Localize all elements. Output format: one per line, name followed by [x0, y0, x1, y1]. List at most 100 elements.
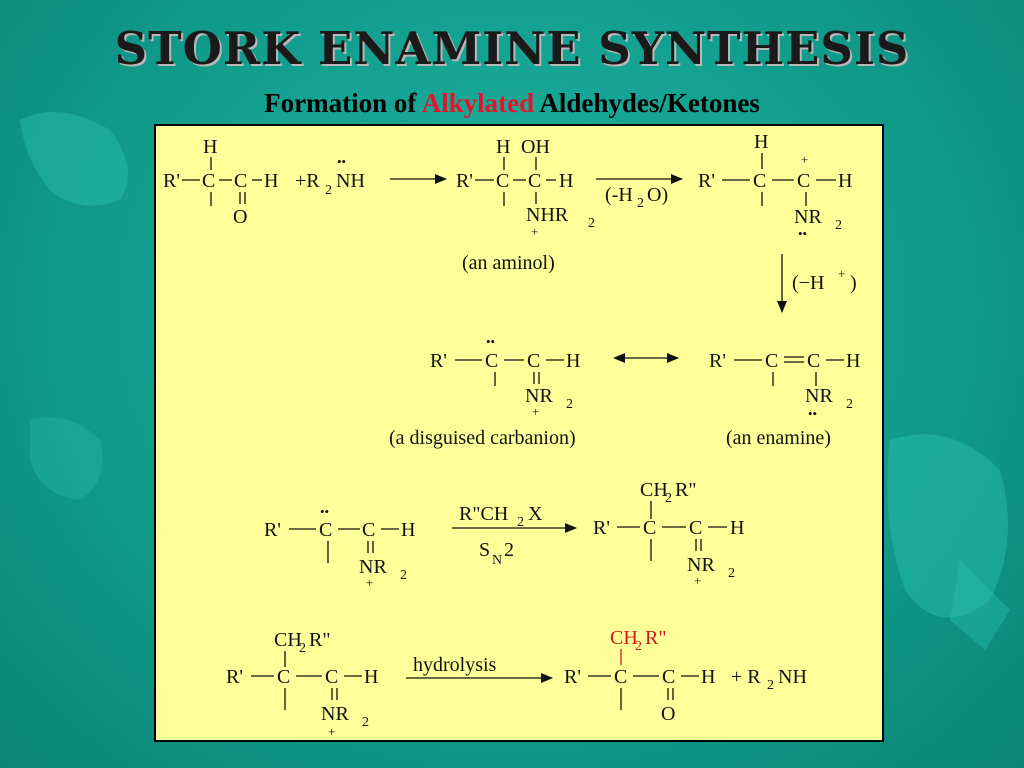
carbon-lone-pair: ••	[486, 334, 495, 349]
nucleophile-structure: •• R' C C H NR 2 +	[264, 504, 415, 590]
positive-charge: +	[532, 404, 539, 419]
atom-c: C	[325, 666, 338, 688]
sn2-n: N	[492, 553, 502, 568]
atom-h: H	[364, 666, 378, 688]
atom-r-prime: R'	[456, 170, 473, 192]
amine-nh-label: NH	[336, 170, 365, 192]
superscript-plus: +	[838, 266, 845, 281]
atom-c: C	[662, 666, 675, 688]
atom-h: H	[496, 136, 510, 158]
subscript-2: 2	[728, 566, 735, 581]
minus-water-end: O)	[647, 184, 668, 206]
subscript-2: 2	[325, 183, 332, 198]
atom-o: O	[661, 703, 675, 725]
subscript-2: 2	[846, 397, 853, 412]
r-double-prime: R"	[309, 629, 331, 651]
atom-nr: NR	[525, 385, 553, 407]
disguised-carbanion-structure: •• R' C C H NR 2 + (a disguised carbanio…	[389, 334, 580, 449]
positive-charge: +	[801, 152, 808, 167]
atom-nr: NR	[359, 556, 387, 578]
subscript-2: 2	[835, 218, 842, 233]
atom-r-prime: R'	[430, 350, 447, 372]
subscript-2: 2	[637, 196, 644, 211]
atom-c: C	[496, 170, 509, 192]
atom-h: H	[846, 350, 860, 372]
positive-charge: +	[366, 575, 373, 590]
atom-h: H	[203, 136, 217, 158]
r-double-prime: R"	[675, 479, 697, 501]
sn2-2: 2	[504, 539, 514, 561]
minus-h-label: (−H	[792, 272, 824, 294]
reaction-panel: H R' C C H O +R 2 NH •• H OH R' C C H NH…	[154, 124, 884, 742]
subtitle-start: Formation of	[264, 88, 422, 118]
atom-c: C	[797, 170, 810, 192]
subscript-2: 2	[517, 515, 524, 530]
ch-label: CH	[274, 629, 302, 651]
atom-h: H	[264, 170, 278, 192]
minus-h-end: )	[850, 272, 857, 294]
ch-label: CH	[640, 479, 668, 501]
atom-oh: OH	[521, 136, 550, 158]
atom-nhr: NHR	[526, 204, 569, 226]
alkyl-halide-end: X	[528, 503, 543, 525]
slide-subtitle: Formation of Alkylated Aldehydes/Ketones	[0, 88, 1024, 119]
atom-c: C	[807, 350, 820, 372]
plus-r-label: +R	[295, 170, 320, 192]
plus-r-label: + R	[731, 666, 761, 688]
nitrogen-lone-pair: ••	[808, 406, 817, 421]
atom-c: C	[527, 350, 540, 372]
alkylated-ketone-product: CH 2 R" R' C C H O	[564, 627, 715, 725]
subscript-2: 2	[635, 639, 642, 654]
atom-r-prime: R'	[698, 170, 715, 192]
aminol-label: (an aminol)	[462, 252, 555, 274]
positive-charge: +	[694, 573, 701, 588]
atom-nr: NR	[687, 554, 715, 576]
atom-r-prime: R'	[593, 517, 610, 539]
subscript-2: 2	[400, 568, 407, 583]
atom-nr: NR	[805, 385, 833, 407]
positive-charge: +	[531, 224, 538, 239]
subscript-2: 2	[566, 397, 573, 412]
nitrogen-lone-pair: ••	[337, 154, 346, 169]
aldehyde-structure: H R' C C H O	[163, 136, 278, 228]
subscript-2: 2	[299, 641, 306, 656]
atom-c: C	[765, 350, 778, 372]
subscript-2: 2	[588, 216, 595, 231]
atom-r-prime: R'	[163, 170, 180, 192]
atom-h: H	[730, 517, 744, 539]
atom-nr: NR	[321, 703, 349, 725]
subscript-2: 2	[767, 678, 774, 693]
atom-h: H	[566, 350, 580, 372]
atom-nr: NR	[794, 206, 822, 228]
atom-c: C	[689, 517, 702, 539]
amine-byproduct: + R 2 NH	[731, 666, 807, 693]
secondary-amine-reagent: +R 2 NH ••	[295, 154, 365, 198]
atom-c: C	[202, 170, 215, 192]
atom-h: H	[754, 131, 768, 153]
carbanion-label: (a disguised carbanion)	[389, 427, 576, 449]
amine-nh-label: NH	[778, 666, 807, 688]
dehydration-condition: (-H 2 O)	[605, 184, 668, 211]
atom-c: C	[614, 666, 627, 688]
subtitle-end: Aldehydes/Ketones	[534, 88, 760, 118]
atom-h: H	[838, 170, 852, 192]
atom-h: H	[701, 666, 715, 688]
atom-c: C	[485, 350, 498, 372]
aminol-structure: H OH R' C C H NHR 2 + (an aminol)	[456, 136, 595, 274]
atom-c: C	[277, 666, 290, 688]
atom-r-prime: R'	[709, 350, 726, 372]
minus-water-label: (-H	[605, 184, 633, 206]
subscript-2: 2	[362, 715, 369, 730]
ch-label: CH	[610, 627, 638, 649]
atom-c: C	[753, 170, 766, 192]
atom-c: C	[643, 517, 656, 539]
deprotonation-condition: (−H + )	[792, 266, 857, 294]
enamine-label: (an enamine)	[726, 427, 831, 449]
atom-r-prime: R'	[226, 666, 243, 688]
atom-c: C	[234, 170, 247, 192]
subtitle-highlight: Alkylated	[421, 88, 535, 118]
enamine-structure: R' C C H NR 2 •• (an enamine)	[709, 350, 860, 449]
sn2-s: S	[479, 539, 490, 561]
atom-c: C	[319, 519, 332, 541]
